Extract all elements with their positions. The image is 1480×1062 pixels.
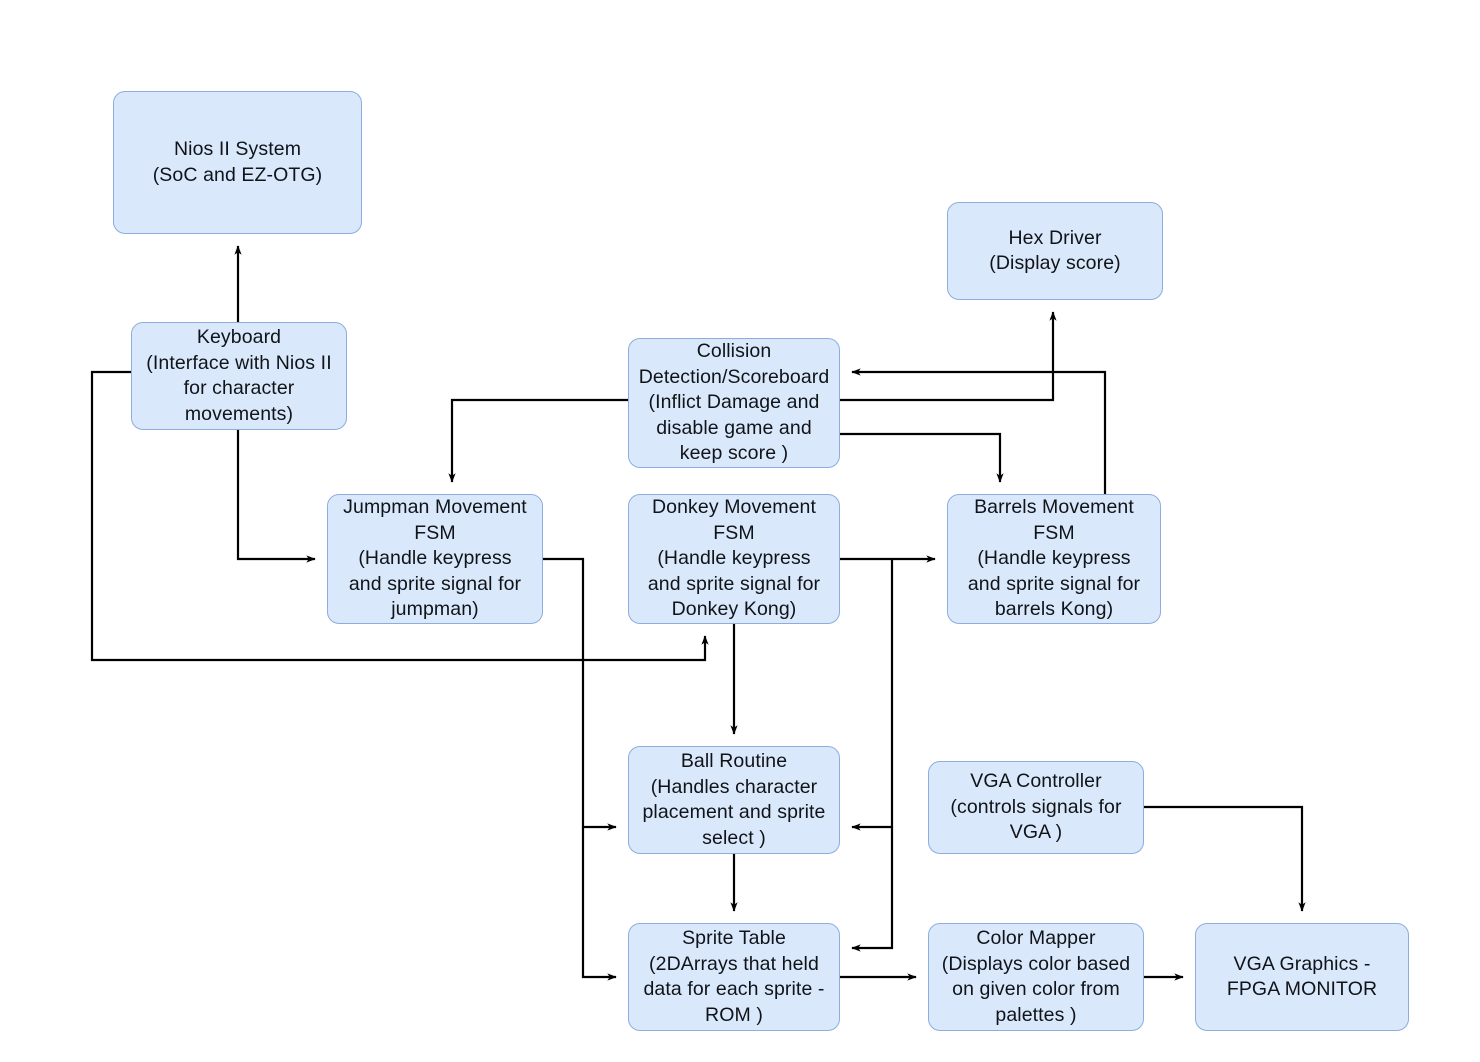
node-sprite-table[interactable]: Sprite Table (2DArrays that held data fo… [628,923,840,1031]
node-vga-graphics-fpga-monitor[interactable]: VGA Graphics - FPGA MONITOR [1195,923,1409,1031]
edge-donkey-right-to-ball [851,559,894,831]
edge-collision-to-jumpman [448,398,628,483]
edge-jumpman-to-ball [543,557,617,831]
node-ball-routine[interactable]: Ball Routine (Handles character placemen… [628,746,840,854]
node-label-keyboard: Keyboard (Interface with Nios II for cha… [146,326,332,425]
node-donkey-movement-fsm[interactable]: Donkey Movement FSM (Handle keypress and… [628,494,840,624]
edge-collision-to-hex [840,311,1057,402]
node-label-sprite-table: Sprite Table (2DArrays that held data fo… [643,927,825,1026]
node-label-ball-routine: Ball Routine (Handles character placemen… [642,750,826,849]
node-label-hex-driver: Hex Driver (Display score) [989,226,1121,275]
edge-jumpman-to-sprite [581,827,617,981]
node-color-mapper[interactable]: Color Mapper (Displays color based on gi… [928,923,1144,1031]
edge-donkey-right-to-sprite [851,827,894,952]
node-vga-controller[interactable]: VGA Controller (controls signals for VGA… [928,761,1144,854]
node-hex-driver[interactable]: Hex Driver (Display score) [947,202,1163,300]
node-label-collision-detection-scoreboard: Collision Detection/Scoreboard (Inflict … [638,340,830,465]
node-keyboard[interactable]: Keyboard (Interface with Nios II for cha… [131,322,347,430]
node-collision-detection-scoreboard[interactable]: Collision Detection/Scoreboard (Inflict … [628,338,840,468]
node-label-donkey-movement-fsm: Donkey Movement FSM (Handle keypress and… [647,496,821,621]
node-label-vga-graphics-fpga-monitor: VGA Graphics - FPGA MONITOR [1226,952,1378,1001]
node-label-nios-ii-system: Nios II System (SoC and EZ-OTG) [152,138,323,186]
node-nios-ii-system[interactable]: Nios II System (SoC and EZ-OTG) [113,91,362,234]
edge-vgacontroller-to-vgagraphics [1144,805,1306,912]
node-barrels-movement-fsm[interactable]: Barrels Movement FSM (Handle keypress an… [947,494,1161,624]
edge-keyboard-to-jumpman [236,430,316,563]
node-label-barrels-movement-fsm: Barrels Movement FSM (Handle keypress an… [967,496,1141,621]
node-jumpman-movement-fsm[interactable]: Jumpman Movement FSM (Handle keypress an… [327,494,543,624]
edge-barrels-to-collision [851,368,1107,494]
node-label-vga-controller: VGA Controller (controls signals for VGA… [950,770,1122,844]
node-label-color-mapper: Color Mapper (Displays color based on gi… [941,927,1131,1026]
edge-collision-to-barrels [840,432,1004,483]
node-label-jumpman-movement-fsm: Jumpman Movement FSM (Handle keypress an… [343,496,527,621]
